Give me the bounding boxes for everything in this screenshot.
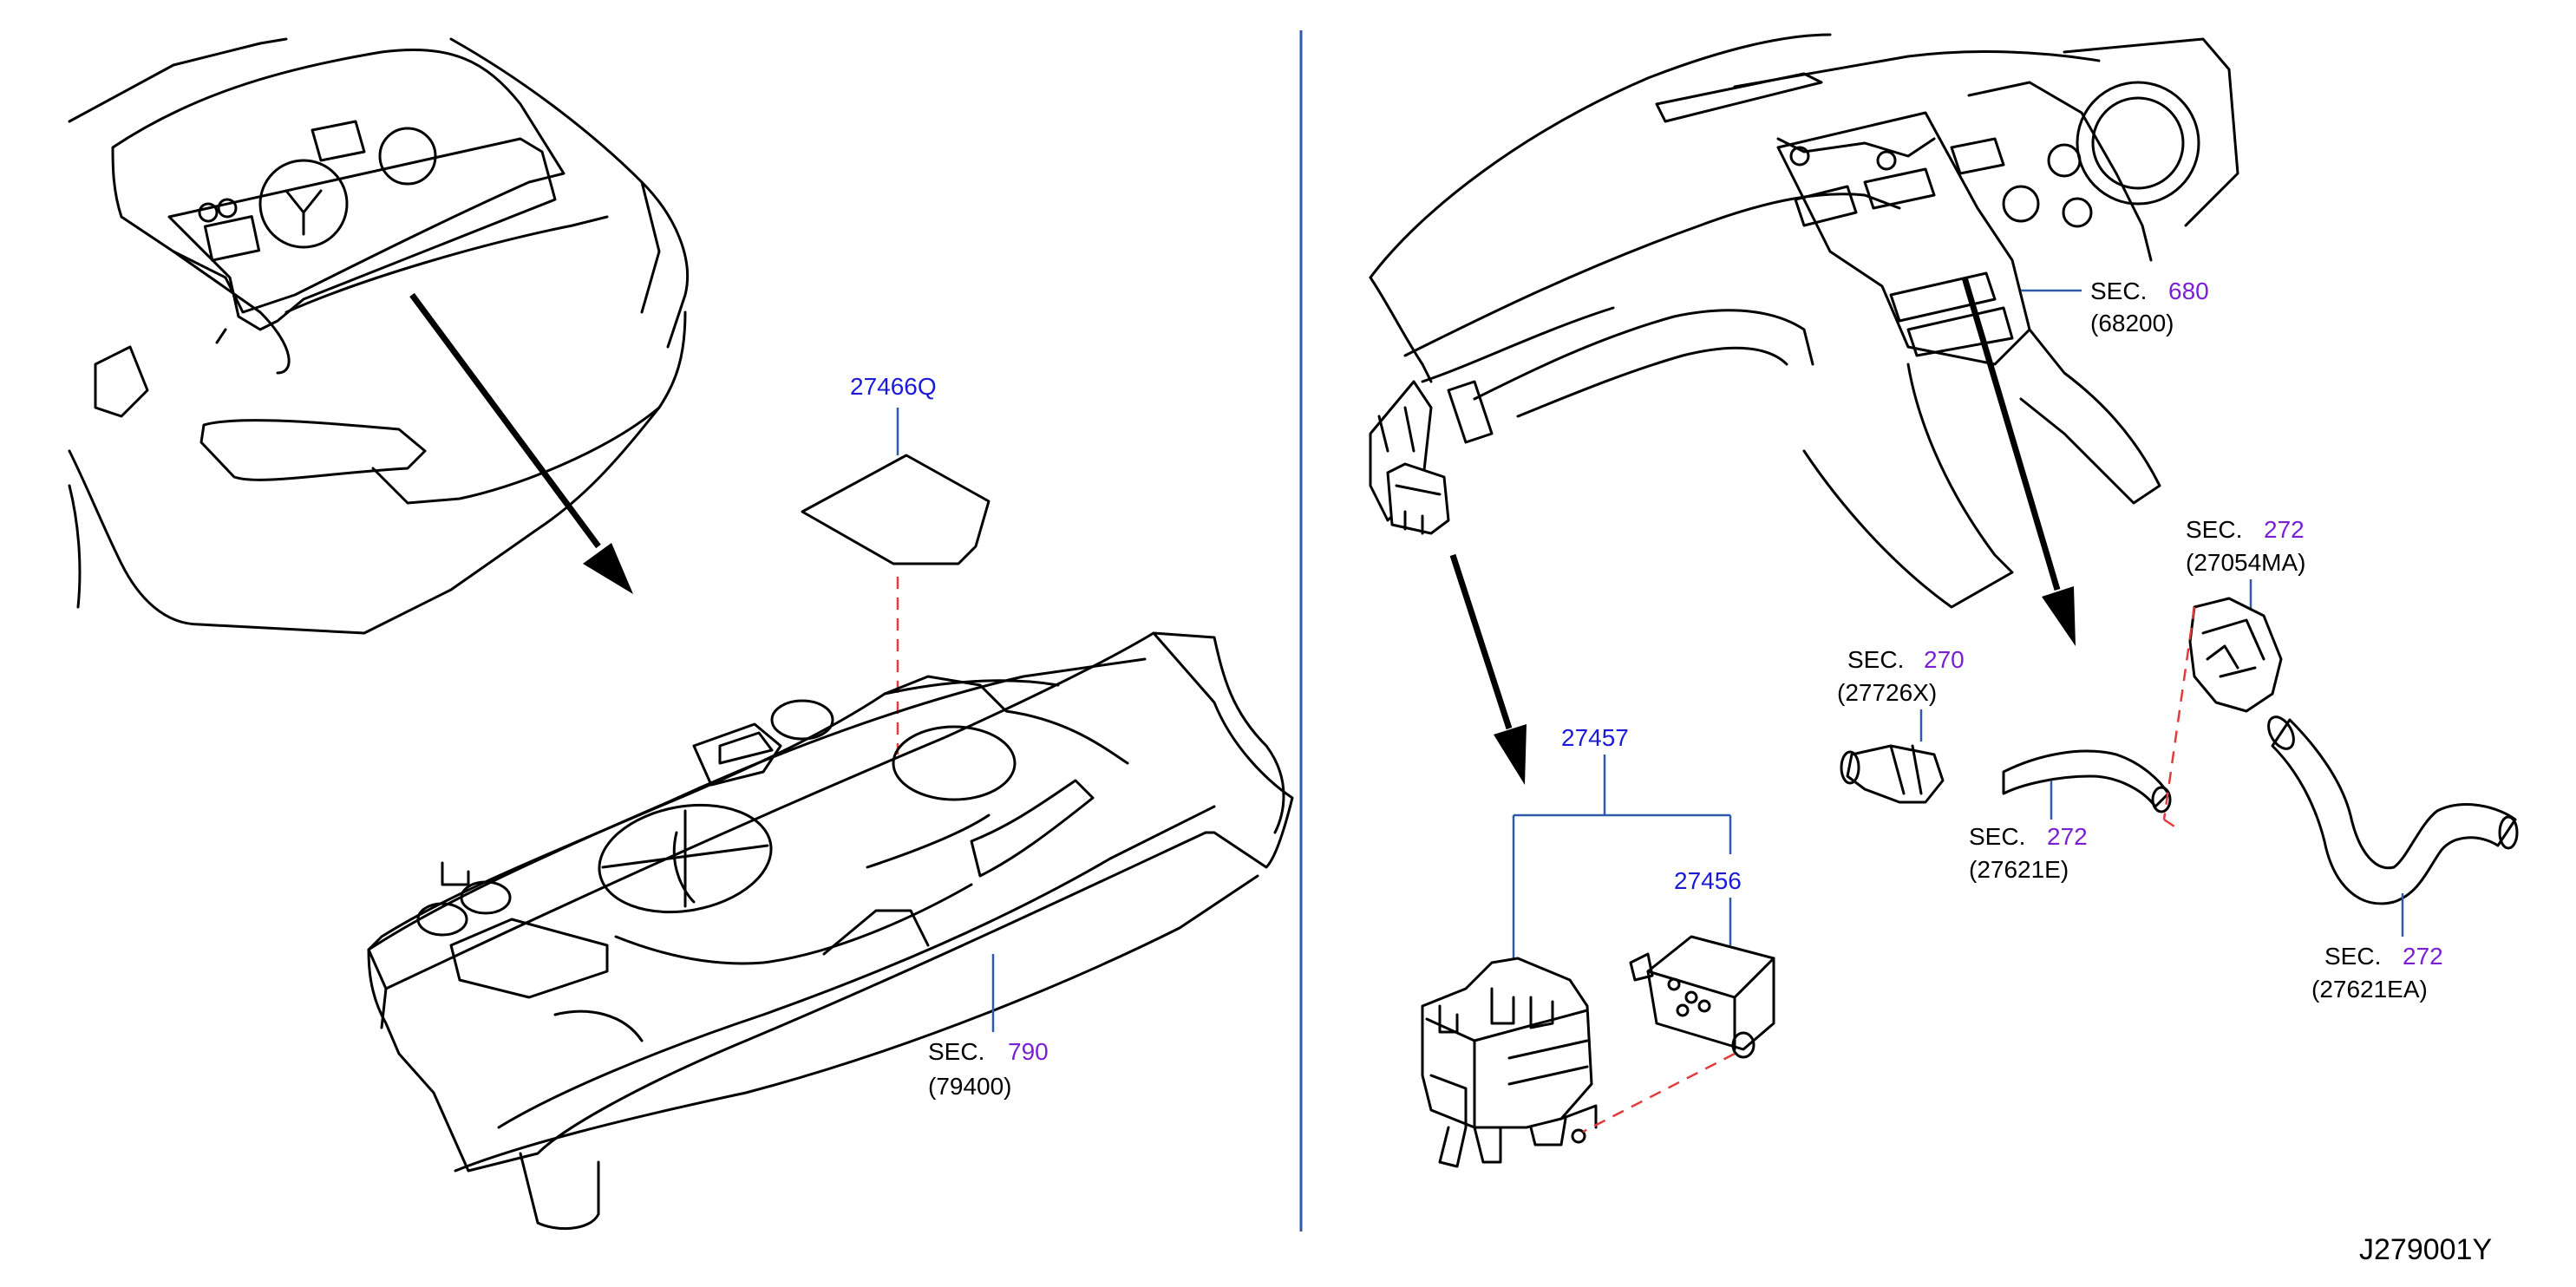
dashboard-interior-illustration <box>1369 33 2239 609</box>
zoom-arrow-hose <box>1961 277 2076 646</box>
zoom-arrow-relay <box>1449 553 1527 785</box>
sec270-clamp: SEC. 270 (27726X) <box>1837 646 1965 804</box>
zoom-arrow-left <box>409 292 633 594</box>
left-panel: 27466Q <box>68 37 1294 1231</box>
label-sec272c-prefix: SEC. <box>2324 943 2381 970</box>
label-sec272a-number: 272 <box>2264 516 2305 543</box>
sec272-hose-27621ea: SEC. 272 (27621EA) <box>2267 715 2519 1003</box>
label-sec272a-part: (27054MA) <box>2186 549 2306 576</box>
label-sec790-prefix: SEC. <box>928 1038 984 1065</box>
label-sec790-number: 790 <box>1008 1038 1049 1065</box>
dashed-connector-27456 <box>1582 1052 1736 1133</box>
label-sec272b-number: 272 <box>2047 823 2088 850</box>
relay-on-dashboard <box>1386 462 1450 535</box>
label-sec272a-prefix: SEC. <box>2186 516 2242 543</box>
part-27457-relay: 27457 <box>1421 724 1732 1168</box>
label-sec270-number: 270 <box>1924 646 1965 673</box>
label-sec270-prefix: SEC. <box>1847 646 1904 673</box>
dashed-connector-valve <box>2162 606 2196 820</box>
label-sec680-prefix: SEC. <box>2090 278 2147 304</box>
label-sec680-part: (68200) <box>2090 310 2174 336</box>
rear-parcel-shelf-illustration: SEC. 790 (79400) <box>367 631 1294 1231</box>
label-27456: 27456 <box>1674 867 1742 894</box>
label-sec272b-prefix: SEC. <box>1969 823 2025 850</box>
right-panel: SEC. 680 (68200) 27457 27456 <box>1369 33 2519 1168</box>
vehicle-rear-illustration <box>68 37 690 635</box>
diagram-code: J279001Y <box>2359 1233 2492 1266</box>
sec680-reference: SEC. 680 (68200) <box>2021 278 2209 336</box>
label-27466q: 27466Q <box>850 373 937 400</box>
sec272-valve-27054ma: SEC. 272 (27054MA) <box>2162 516 2306 830</box>
label-sec272c-number: 272 <box>2403 943 2443 970</box>
sec272-hose-27621e: SEC. 272 (27621E) <box>1969 749 2172 883</box>
label-sec272c-part: (27621EA) <box>2311 976 2428 1003</box>
label-sec272b-part: (27621E) <box>1969 856 2069 883</box>
label-sec790-part: (79400) <box>928 1073 1012 1100</box>
label-sec680-number: 680 <box>2168 278 2209 304</box>
part-27456-module: 27456 <box>1582 867 1775 1133</box>
label-sec270-part: (27726X) <box>1837 679 1937 706</box>
part-27466q: 27466Q <box>801 373 991 755</box>
label-27457: 27457 <box>1561 724 1629 751</box>
